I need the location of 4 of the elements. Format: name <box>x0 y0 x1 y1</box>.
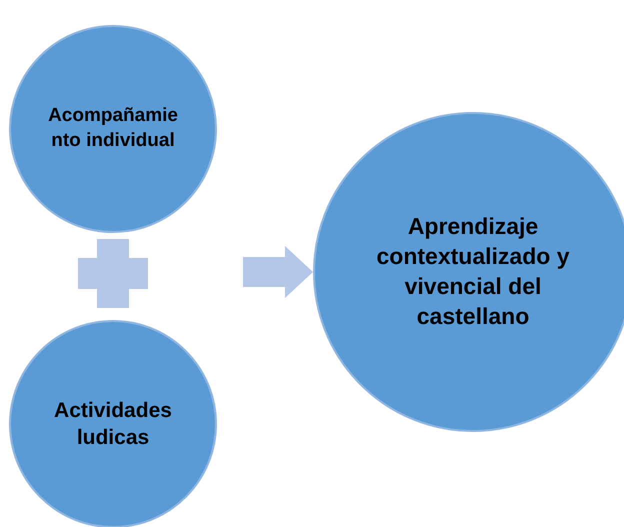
node-label: Aprendizaje contextualizado y vivencial del castellano <box>376 212 570 331</box>
block-arrow <box>243 246 313 298</box>
node-label: Acompañamiento individual <box>47 104 179 153</box>
node-label: Actividades ludicas <box>53 398 173 451</box>
